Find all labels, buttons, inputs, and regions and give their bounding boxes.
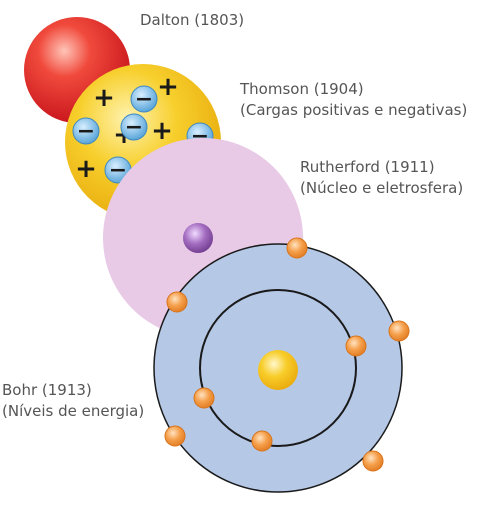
bohr-electron xyxy=(251,430,273,452)
bohr-subtitle: (Níveis de energia) xyxy=(2,402,145,420)
rutherford-subtitle: (Núcleo e eletrosfera) xyxy=(300,179,464,197)
electron-negative-charge: − xyxy=(72,117,100,145)
bohr-electron xyxy=(362,450,384,472)
svg-text:−: − xyxy=(135,87,153,112)
bohr-electron xyxy=(164,425,186,447)
svg-text:−: − xyxy=(125,115,143,140)
bohr-inner-orbit xyxy=(199,289,357,447)
thomson-subtitle: (Cargas positivas e negativas) xyxy=(240,101,468,119)
positive-charge: + xyxy=(75,154,97,184)
bohr-electron xyxy=(286,237,308,259)
bohr-electron xyxy=(193,387,215,409)
dalton-label: Dalton (1803) xyxy=(140,10,244,31)
bohr-model xyxy=(153,237,410,493)
rutherford-nucleus xyxy=(183,223,213,253)
bohr-label: Bohr (1913) (Níveis de energia) xyxy=(2,380,144,422)
positive-charge: + xyxy=(93,83,115,113)
bohr-electron xyxy=(345,335,367,357)
bohr-title: Bohr (1913) xyxy=(2,381,92,399)
bohr-electron xyxy=(166,291,188,313)
positive-charge: + xyxy=(157,72,179,102)
svg-text:−: − xyxy=(109,158,127,183)
electron-negative-charge: − xyxy=(120,113,148,141)
bohr-electron xyxy=(388,320,410,342)
bohr-nucleus xyxy=(258,350,298,390)
svg-text:−: − xyxy=(77,119,95,144)
thomson-charges: +++++−−−−− xyxy=(72,72,214,184)
electron-negative-charge: − xyxy=(130,85,158,113)
thomson-title: Thomson (1904) xyxy=(240,80,364,98)
thomson-label: Thomson (1904) (Cargas positivas e negat… xyxy=(240,79,467,121)
rutherford-title: Rutherford (1911) xyxy=(300,158,435,176)
bohr-electrons xyxy=(164,237,410,472)
rutherford-label: Rutherford (1911) (Núcleo e eletrosfera) xyxy=(300,157,463,199)
positive-charge: + xyxy=(151,116,173,146)
dalton-title: Dalton (1803) xyxy=(140,11,245,29)
